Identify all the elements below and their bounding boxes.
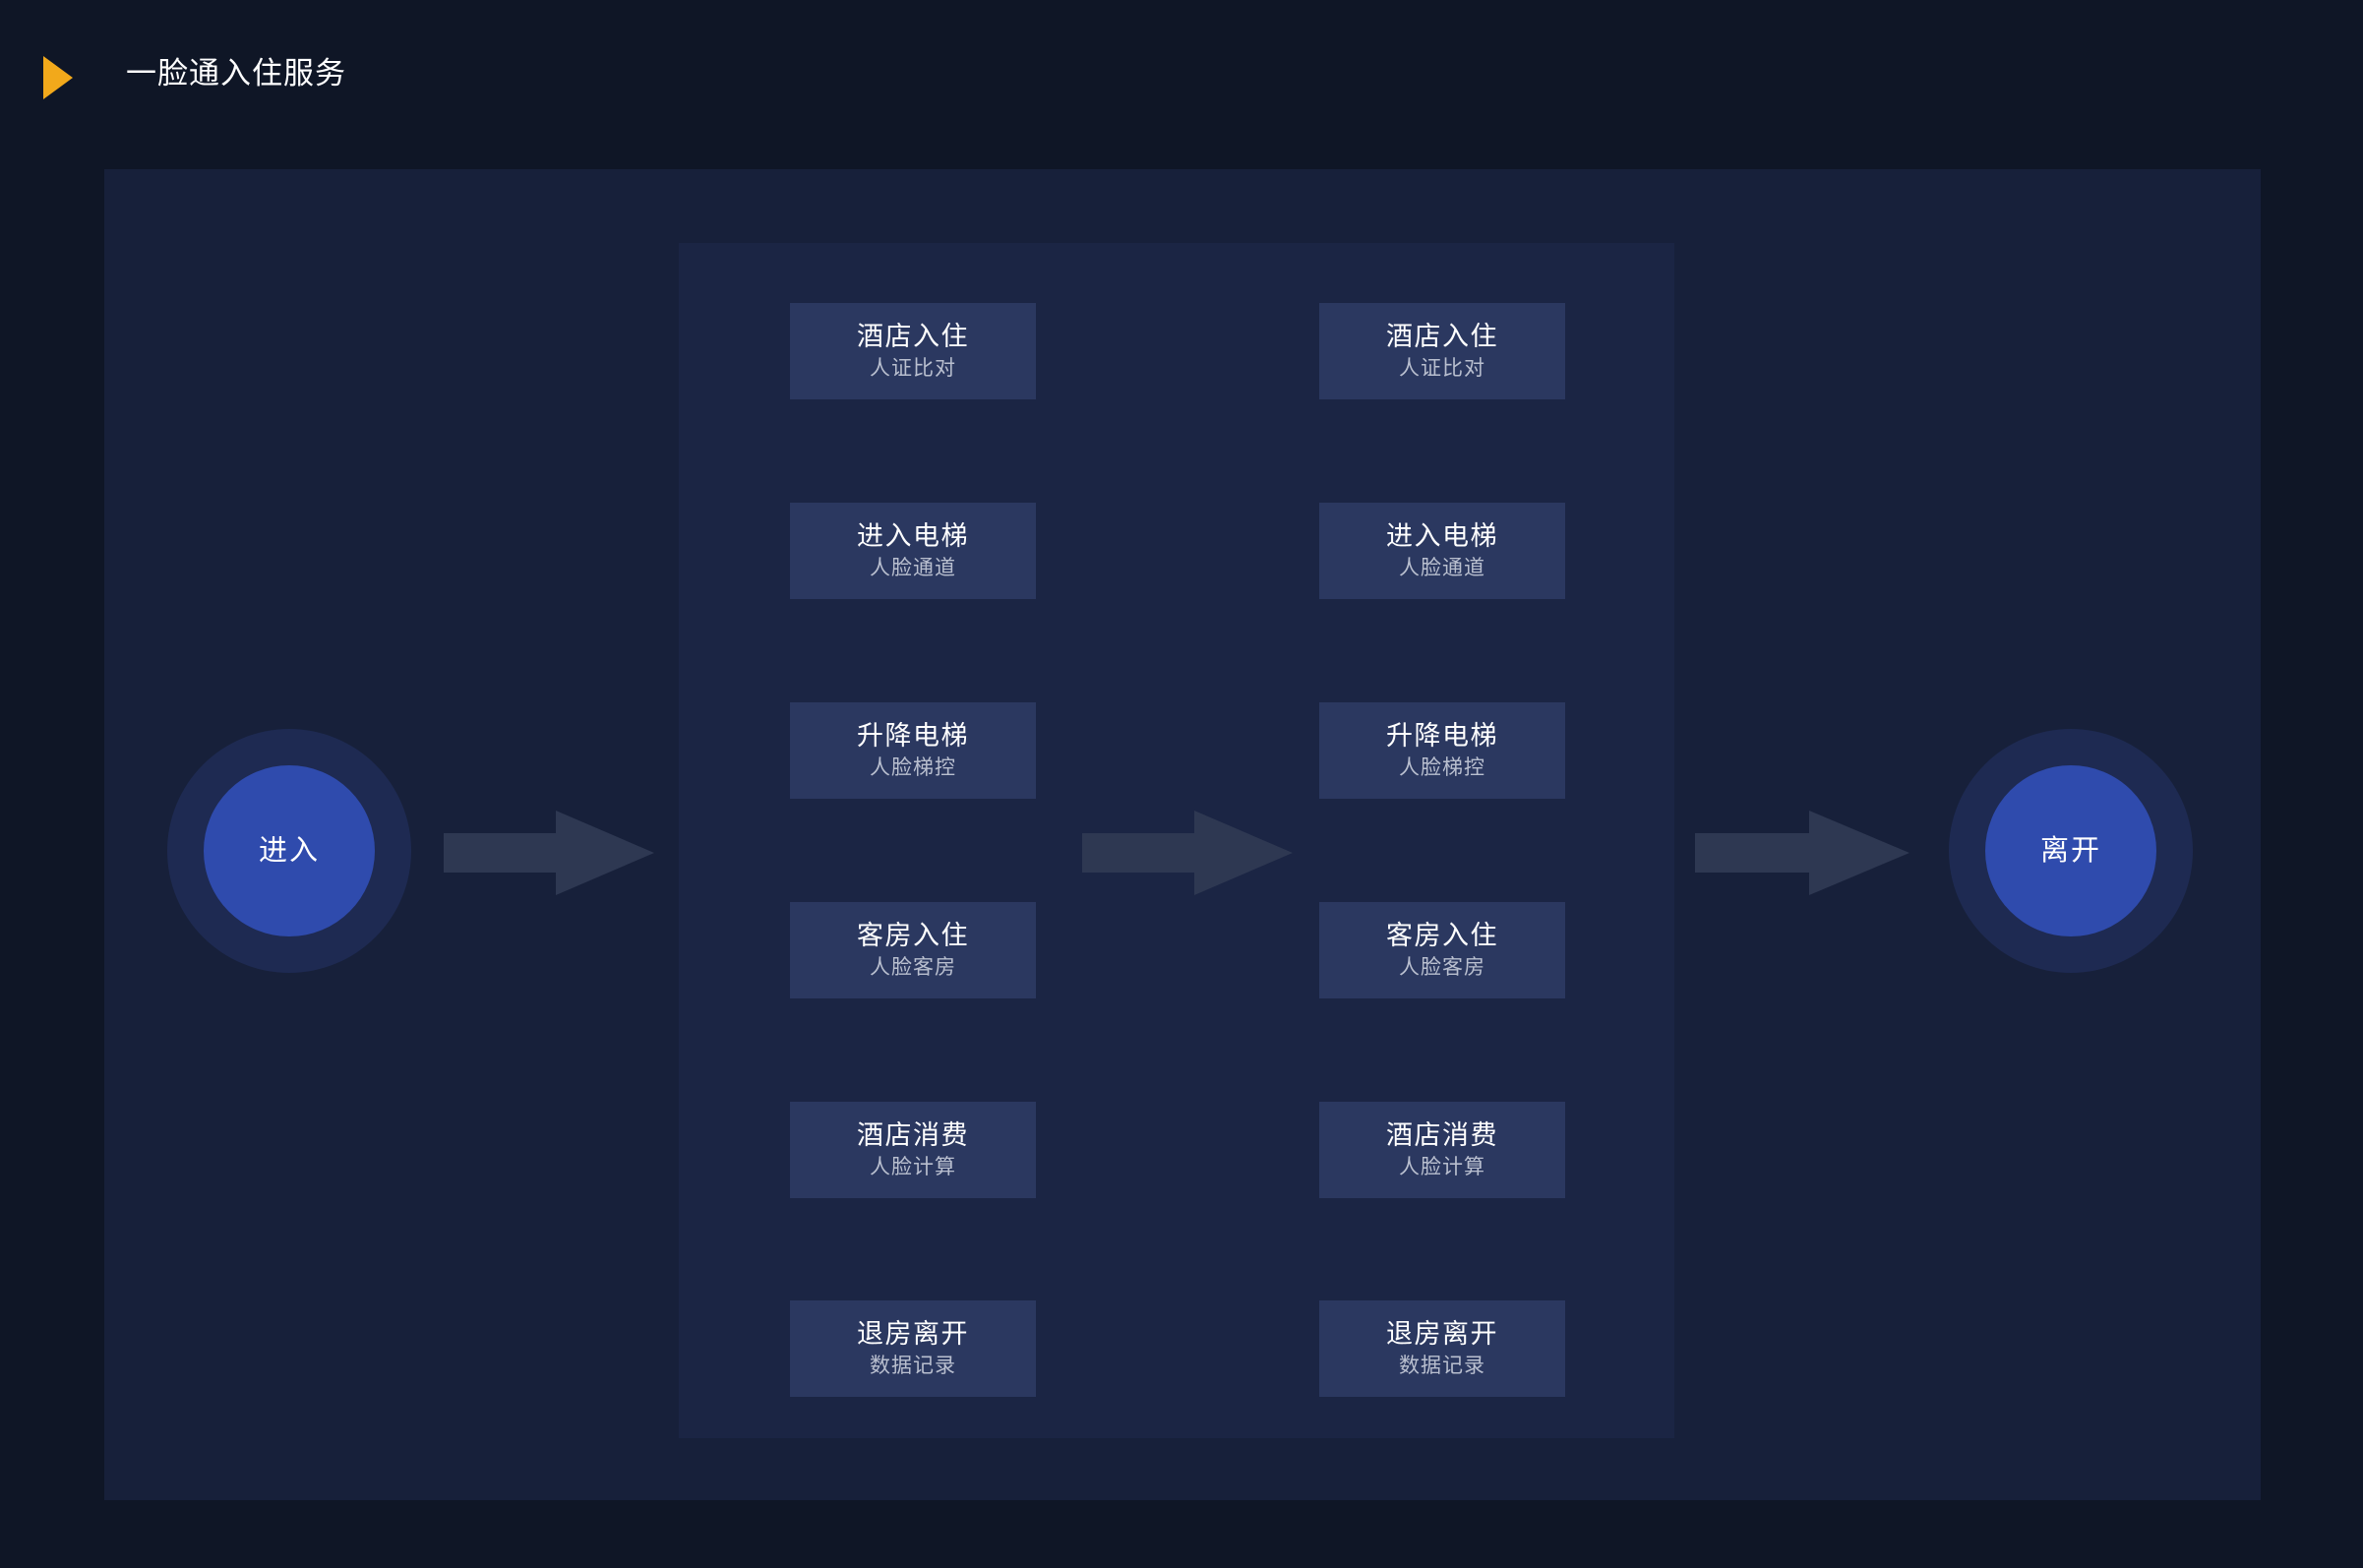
process-box-subtitle: 人脸梯控: [870, 756, 956, 779]
process-box-subtitle: 人脸计算: [870, 1156, 956, 1178]
process-box[interactable]: 进入电梯 人脸通道: [1319, 503, 1565, 599]
page-header: 一脸通入住服务: [0, 0, 2363, 169]
process-box-subtitle: 人证比对: [1399, 357, 1485, 380]
process-box[interactable]: 升降电梯 人脸梯控: [1319, 702, 1565, 799]
process-box[interactable]: 退房离开 数据记录: [790, 1300, 1036, 1397]
flow-node-start-label: 进入: [258, 835, 320, 867]
process-box-title: 退房离开: [1386, 1319, 1498, 1349]
process-box-subtitle: 人脸通道: [870, 557, 956, 579]
process-box-title: 酒店消费: [857, 1120, 969, 1150]
process-box-subtitle: 人脸梯控: [1399, 756, 1485, 779]
play-triangle-icon: [43, 56, 73, 99]
process-box-subtitle: 人脸客房: [870, 956, 956, 979]
process-box-subtitle: 人脸计算: [1399, 1156, 1485, 1178]
process-box-title: 酒店消费: [1386, 1120, 1498, 1150]
process-box-subtitle: 人证比对: [870, 357, 956, 380]
arrow-right-icon: [1082, 809, 1293, 897]
process-box[interactable]: 客房入住 人脸客房: [790, 902, 1036, 998]
process-box-title: 进入电梯: [1386, 521, 1498, 551]
flow-node-end-core: 离开: [1985, 765, 2156, 936]
process-box[interactable]: 酒店消费 人脸计算: [790, 1102, 1036, 1198]
process-box-title: 客房入住: [857, 921, 969, 950]
page-title: 一脸通入住服务: [126, 56, 346, 90]
process-box-title: 客房入住: [1386, 921, 1498, 950]
process-box-title: 进入电梯: [857, 521, 969, 551]
process-box[interactable]: 退房离开 数据记录: [1319, 1300, 1565, 1397]
process-box-title: 酒店入住: [1386, 322, 1498, 351]
process-box-title: 升降电梯: [1386, 721, 1498, 751]
process-box-title: 酒店入住: [857, 322, 969, 351]
process-box-subtitle: 人脸通道: [1399, 557, 1485, 579]
flow-node-end[interactable]: 离开: [1949, 729, 2193, 973]
flow-node-end-label: 离开: [2039, 835, 2101, 867]
process-box-subtitle: 数据记录: [870, 1355, 956, 1377]
process-box-subtitle: 数据记录: [1399, 1355, 1485, 1377]
process-box[interactable]: 酒店入住 人证比对: [1319, 303, 1565, 399]
process-box[interactable]: 客房入住 人脸客房: [1319, 902, 1565, 998]
flow-node-start-core: 进入: [204, 765, 375, 936]
process-box[interactable]: 进入电梯 人脸通道: [790, 503, 1036, 599]
flow-node-start[interactable]: 进入: [167, 729, 411, 973]
process-box[interactable]: 酒店消费 人脸计算: [1319, 1102, 1565, 1198]
process-box[interactable]: 酒店入住 人证比对: [790, 303, 1036, 399]
process-box-title: 升降电梯: [857, 721, 969, 751]
arrow-right-icon: [1695, 809, 1909, 897]
process-box-title: 退房离开: [857, 1319, 969, 1349]
process-box[interactable]: 升降电梯 人脸梯控: [790, 702, 1036, 799]
process-box-subtitle: 人脸客房: [1399, 956, 1485, 979]
arrow-right-icon: [444, 809, 654, 897]
